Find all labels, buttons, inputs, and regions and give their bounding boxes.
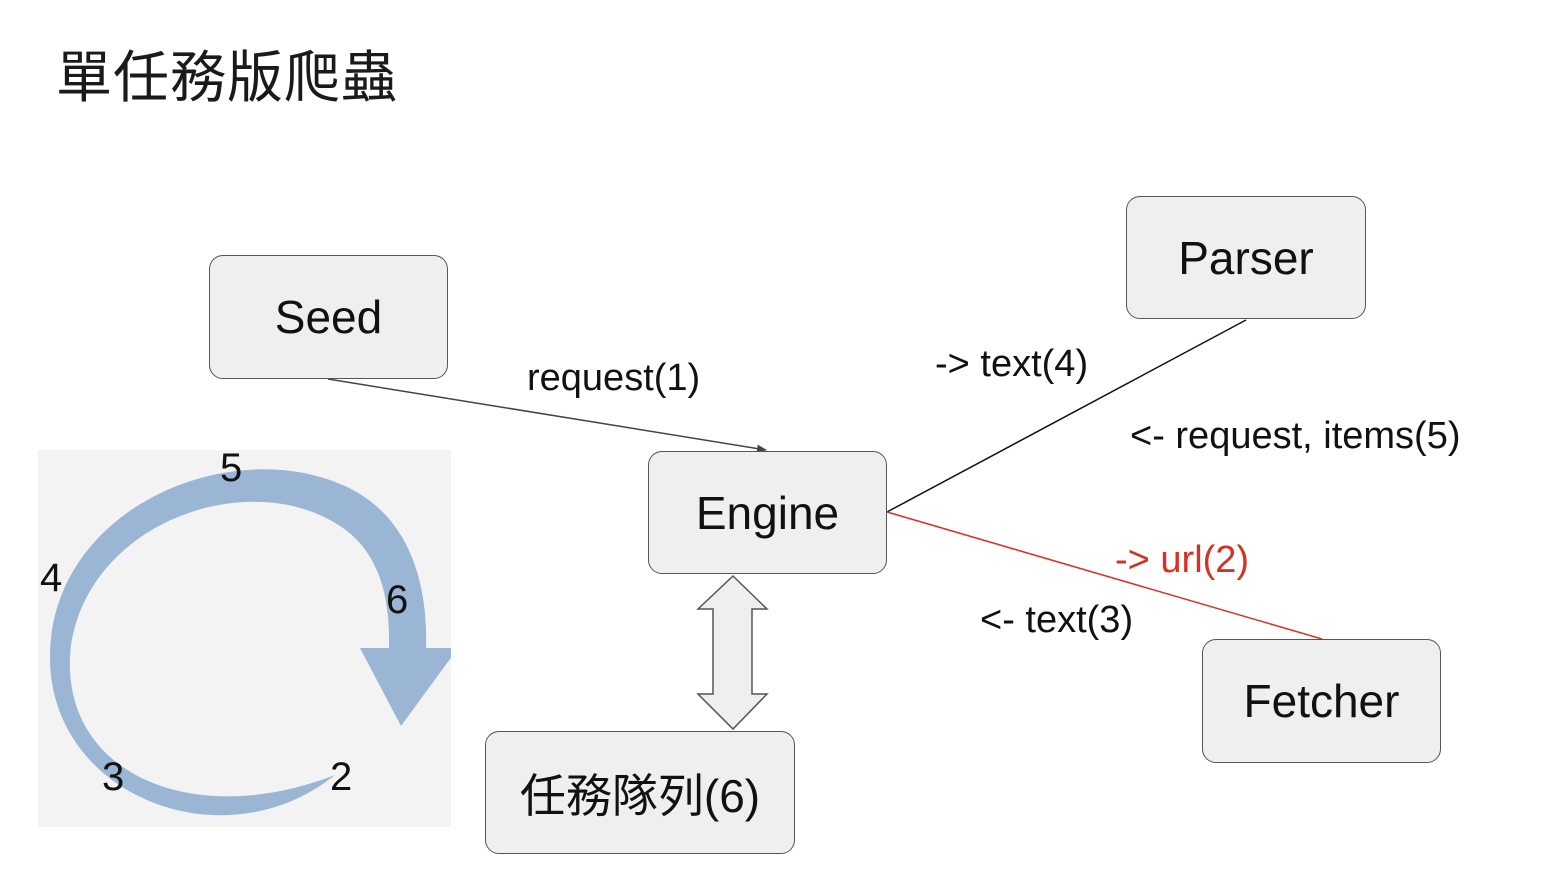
engine-parser-edge (886, 319, 1247, 513)
cycle-step-6: 6 (386, 578, 409, 622)
text-from-fetcher-label: <- text(3) (980, 599, 1134, 641)
circular-arrow-icon (49, 469, 451, 816)
slide-title: 單任務版爬蟲 (56, 46, 398, 111)
url-to-fetcher-label: -> url(2) (1115, 539, 1250, 581)
cycle-step-5: 5 (220, 446, 243, 490)
text-to-parser-label: -> text(4) (935, 343, 1089, 385)
seed-to-engine-edge (327, 378, 767, 453)
fetcher-node: Fetcher (1202, 639, 1441, 763)
request-edge-label: request(1) (527, 357, 701, 399)
cycle-step-2: 2 (330, 755, 353, 799)
task-queue-node: 任務隊列(6) (485, 731, 795, 854)
parser-node: Parser (1126, 196, 1366, 319)
engine-fetcher-edge (886, 511, 1323, 640)
seed-node: Seed (209, 255, 448, 379)
cycle-step-4: 4 (40, 556, 63, 600)
engine-queue-double-arrow (696, 574, 769, 731)
request-items-from-parser-label: <- request, items(5) (1130, 415, 1461, 457)
cycle-step-3: 3 (102, 755, 125, 799)
cycle-illustration (38, 450, 451, 827)
engine-node: Engine (648, 451, 887, 574)
